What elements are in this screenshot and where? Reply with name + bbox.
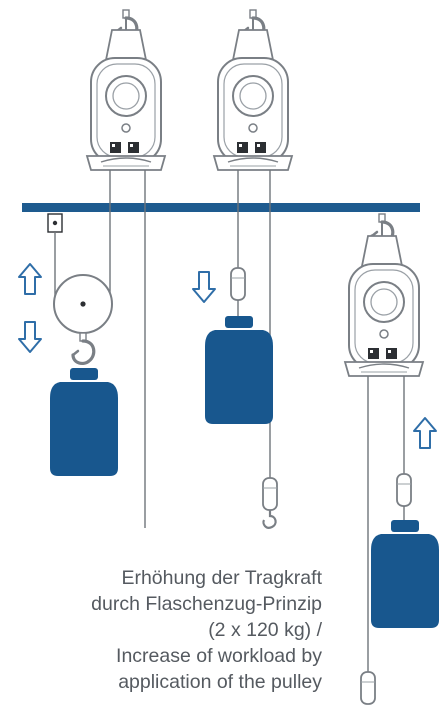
hoist-middle — [213, 8, 293, 171]
caption-line: application of the pulley — [118, 671, 322, 693]
caption-line: Erhöhung der Tragkraft — [121, 567, 322, 589]
arrow-up-icon — [18, 263, 42, 295]
arrow-down-icon — [18, 321, 42, 353]
arrow-up-icon — [413, 417, 437, 449]
pulley-icon — [53, 274, 113, 366]
rail-beam — [22, 203, 420, 212]
caption-line: (2 x 120 kg) / — [208, 619, 322, 641]
weight-icon — [50, 368, 118, 476]
caption-line: durch Flaschenzug-Prinzip — [91, 593, 322, 615]
arrow-down-icon — [192, 271, 216, 303]
hoist-left — [86, 8, 166, 171]
hoist-right — [344, 212, 424, 377]
caption: Erhöhung der Tragkraft durch Flaschenzug… — [22, 565, 322, 695]
caption-line: Increase of workload by — [116, 645, 322, 667]
